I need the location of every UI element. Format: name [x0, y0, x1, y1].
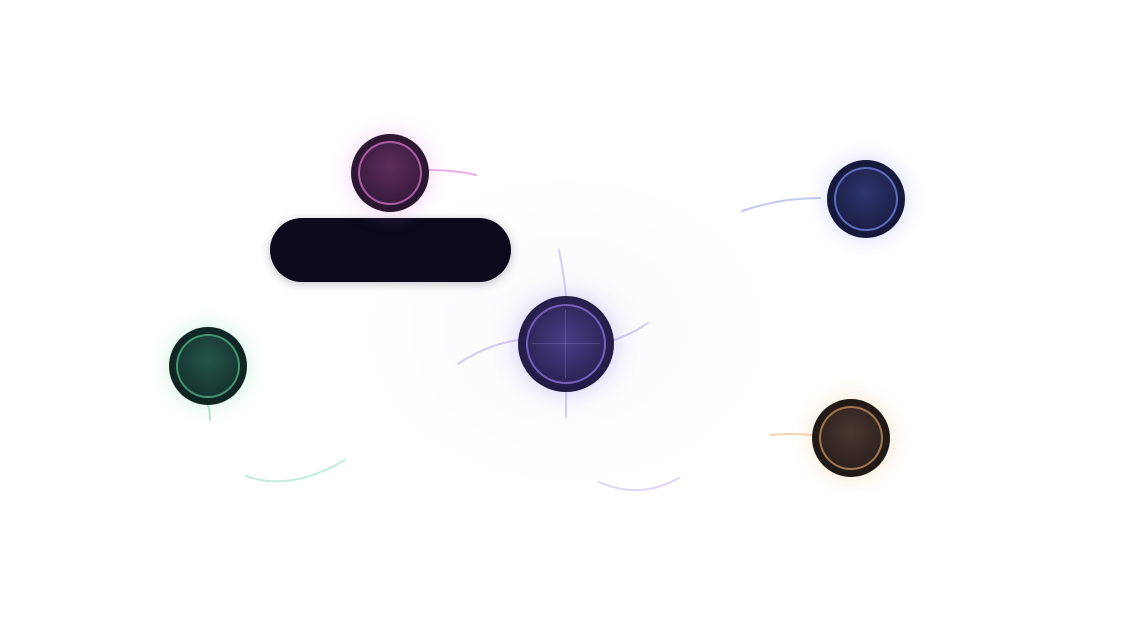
node-green[interactable]: [169, 327, 247, 405]
node-violet-crosshair-h: [532, 343, 600, 344]
connector-violet-right: [613, 322, 649, 341]
node-violet-crosshair-v: [565, 310, 566, 378]
node-blue[interactable]: [827, 160, 905, 238]
connector-violet-lower: [598, 477, 680, 491]
node-pink[interactable]: [351, 134, 429, 212]
connector-violet-left: [457, 339, 519, 365]
connector-amber: [770, 433, 813, 436]
connector-green-down: [207, 404, 211, 421]
node-pink-ring: [358, 141, 422, 205]
node-amber-ring: [819, 406, 883, 470]
tooltip-pill: [270, 218, 511, 282]
connector-pink: [428, 169, 477, 176]
node-violet-ring: [526, 304, 606, 384]
node-blue-ring: [834, 167, 898, 231]
connector-violet-top: [558, 249, 567, 297]
connector-blue: [741, 197, 821, 212]
node-amber[interactable]: [812, 399, 890, 477]
node-green-ring: [176, 334, 240, 398]
node-violet-center[interactable]: [518, 296, 614, 392]
connector-green-curve: [245, 459, 346, 483]
